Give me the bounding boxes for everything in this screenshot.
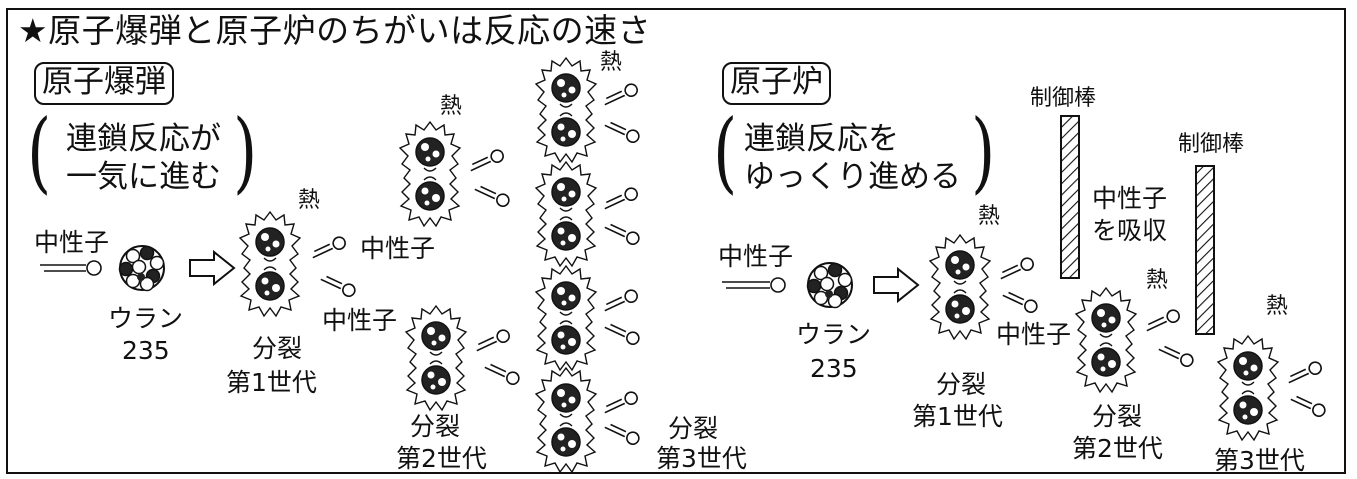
bomb-uranium-number: 235 <box>122 336 170 365</box>
reactor-heat-3: 熱 <box>1266 294 1289 319</box>
gen3-neutrons-bomb <box>600 81 642 447</box>
bomb-gen3-fission-label: 分裂 <box>668 414 719 443</box>
fission-gen2-bomb-lower <box>405 305 467 411</box>
control-rod-2-label: 制御棒 <box>1178 132 1245 157</box>
reactor-uranium-label: ウラン <box>796 320 872 349</box>
reactor-heading: 原子炉 <box>722 62 831 105</box>
bomb-neutron-label-a: 中性子 <box>360 234 436 263</box>
reactor-gen1-fission-label: 分裂 <box>936 370 987 399</box>
fission-gen3-bomb-4 <box>535 367 597 473</box>
reactor-desc-line1: 連鎖反応を <box>744 121 899 157</box>
fission-gen1-reactor <box>929 234 991 340</box>
control-rod-1-label: 制御棒 <box>1030 86 1097 111</box>
reactor-desc-line2: ゆっくり進める <box>744 159 961 195</box>
reactor-heat-1: 熱 <box>978 204 1001 229</box>
neutron-icon <box>996 255 1036 284</box>
reactor-gen3-generation-label: 第3世代 <box>1214 446 1305 475</box>
diagram-title: ★原子爆弾と原子炉のちがいは反応の速さ <box>18 11 652 50</box>
neutron-icon <box>1000 287 1040 315</box>
reactor-neutron-in-label: 中性子 <box>718 242 794 271</box>
arrow-reactor <box>873 268 919 302</box>
fission-gen2-reactor <box>1075 287 1137 393</box>
bomb-gen1-fission-label: 分裂 <box>252 334 303 363</box>
bomb-heat-2: 熱 <box>440 94 463 119</box>
reactor-heat-2: 熱 <box>1146 268 1169 293</box>
fission-gen3-bomb-3 <box>535 265 597 371</box>
neutron-icon <box>472 327 512 356</box>
uranium-nucleus-reactor <box>806 262 853 309</box>
fission-gen3-bomb-1 <box>535 57 597 163</box>
fission-gen2-bomb-upper <box>399 121 461 227</box>
absorb-label-line2: を吸収 <box>1092 216 1168 245</box>
fission-gen1-bomb <box>239 211 301 317</box>
bomb-gen3-generation-label: 第3世代 <box>656 444 747 473</box>
reactor-neutron-label: 中性子 <box>996 320 1072 349</box>
incoming-neutron-reactor <box>722 277 786 293</box>
bomb-gen1-generation-label: 第1世代 <box>226 368 317 397</box>
bomb-desc-line1: 連鎖反応が <box>66 121 221 157</box>
reactor-paren-left: ( <box>713 100 738 203</box>
neutron-icon <box>1156 341 1196 369</box>
diagram-frame <box>6 8 1346 474</box>
reactor-paren-right: ) <box>971 100 996 203</box>
bomb-heat-3: 熱 <box>600 50 623 75</box>
neutron-icon <box>1288 391 1328 419</box>
fission-gen3-bomb-2 <box>535 161 597 267</box>
bomb-paren-left: ( <box>27 100 52 203</box>
neutron-icon <box>318 271 358 299</box>
absorb-label-line1: 中性子 <box>1092 184 1168 213</box>
bomb-desc-line2: 一気に進む <box>66 159 221 195</box>
bomb-neutron-label-b: 中性子 <box>322 306 398 335</box>
neutron-icon <box>472 181 512 209</box>
reactor-uranium-number: 235 <box>810 354 858 383</box>
neutron-icon <box>308 234 348 263</box>
bomb-heat-1: 熱 <box>298 188 321 213</box>
fission-gen3-reactor <box>1217 335 1279 441</box>
neutron-icon <box>466 147 506 176</box>
bomb-gen2-generation-label: 第2世代 <box>396 444 487 473</box>
neutron-icon <box>1142 307 1182 336</box>
reactor-gen2-generation-label: 第2世代 <box>1072 434 1163 463</box>
bomb-uranium-label: ウラン <box>108 304 184 333</box>
uranium-nucleus-bomb <box>118 245 165 292</box>
neutron-icon <box>482 359 522 387</box>
arrow-bomb <box>189 251 235 285</box>
reactor-gen1-generation-label: 第1世代 <box>912 402 1003 431</box>
bomb-paren-right: ) <box>233 100 258 203</box>
neutron-icon <box>1284 359 1324 388</box>
bomb-heading: 原子爆弾 <box>34 62 174 105</box>
bomb-neutron-in-label: 中性子 <box>34 228 110 257</box>
bomb-gen2-fission-label: 分裂 <box>410 412 461 441</box>
reactor-gen2-fission-label: 分裂 <box>1092 402 1143 431</box>
control-rod-1 <box>1060 115 1080 279</box>
control-rod-2 <box>1195 165 1215 335</box>
incoming-neutron-bomb <box>40 260 102 276</box>
